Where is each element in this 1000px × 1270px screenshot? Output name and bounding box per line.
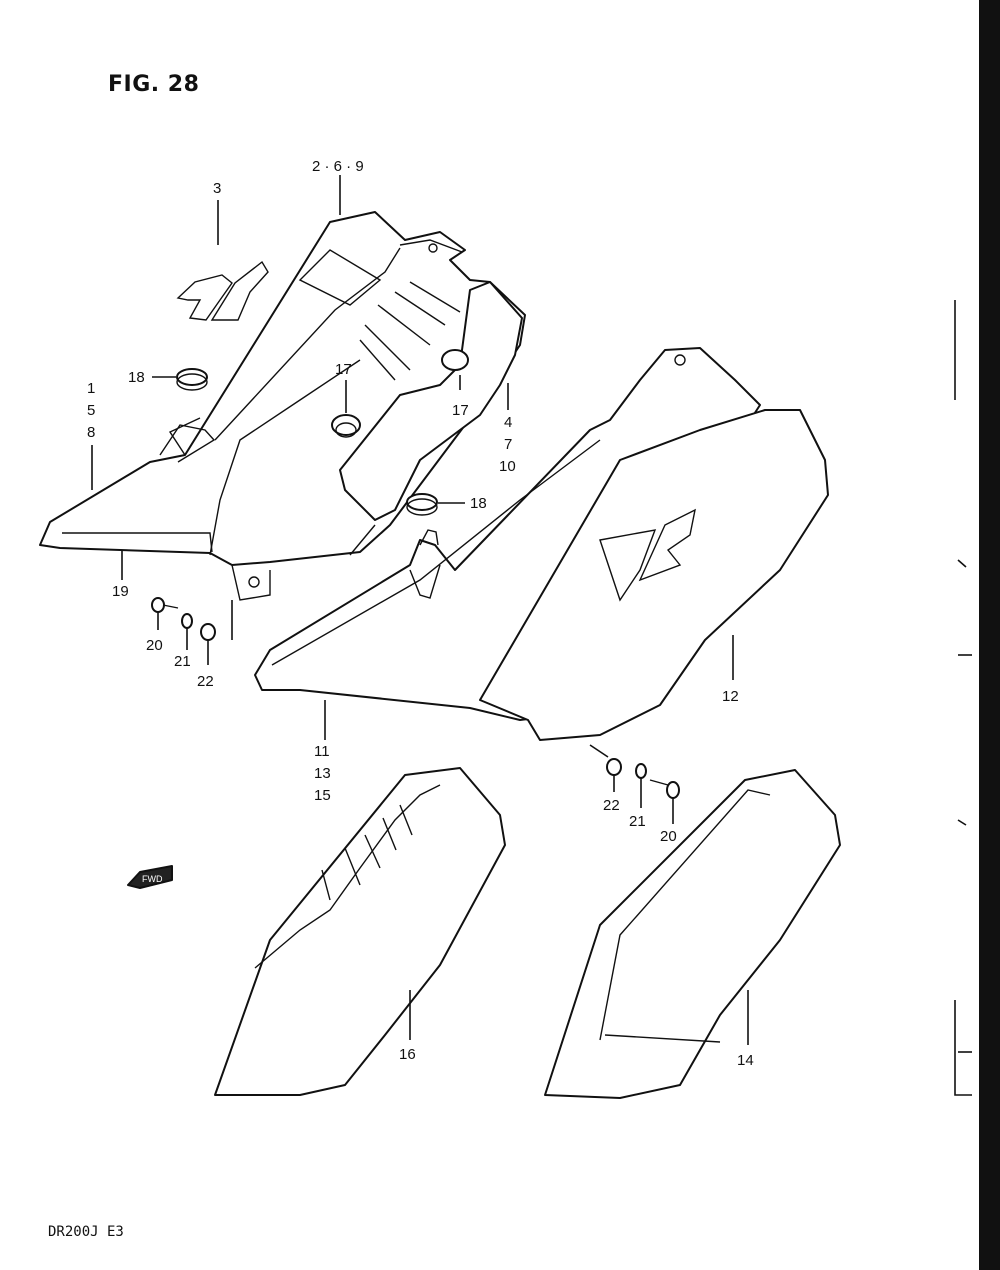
fwd-arrow-icon: FWD [127,865,173,889]
callout-1: 1 [87,380,95,397]
side-cover-16 [214,767,506,1096]
scan-edge-bar [979,0,1000,1270]
figure-title: FIG. 28 [108,72,200,97]
model-code-footer: DR200J E3 [48,1224,124,1240]
callout-15: 15 [314,787,331,804]
screw-set-left [151,597,216,641]
right-frame-cover [254,347,761,721]
callout-10: 10 [499,458,516,475]
callout-21b: 21 [629,813,646,830]
callout-11: 11 [314,743,330,760]
center-side-panel [339,281,523,521]
side-cover-12 [479,409,829,741]
callout-16: 16 [399,1046,416,1063]
callout-19: 19 [112,583,129,600]
scan-artifacts [954,300,972,1096]
callout-22b: 22 [603,797,620,814]
grommet-18a [176,368,208,391]
callout-21a: 21 [174,653,191,670]
callout-2-6-9: 2 · 6 · 9 [312,158,364,175]
leader-lines [91,175,749,1045]
callout-7: 7 [504,436,512,453]
callout-13: 13 [314,765,331,782]
callout-14: 14 [737,1052,754,1069]
grommet-17b [441,349,469,371]
callout-20b: 20 [660,828,677,845]
side-cover-14 [544,769,841,1099]
grommet-17a [331,414,361,438]
callout-18b: 18 [470,495,487,512]
screw-set-right [606,758,680,799]
callout-17a: 17 [335,361,352,378]
callout-3: 3 [213,180,221,197]
callout-12: 12 [722,688,739,705]
callout-8: 8 [87,424,95,441]
grommet-18b [406,493,438,516]
decal-3 [176,249,382,321]
fwd-label: FWD [142,874,163,884]
callout-labels: 2 · 6 · 9 3 1 5 8 18 17 17 4 7 10 18 19 … [87,158,754,1069]
callout-22a: 22 [197,673,214,690]
callout-20a: 20 [146,637,163,654]
callout-4: 4 [504,414,512,431]
callout-17b: 17 [452,402,469,419]
callout-5: 5 [87,402,95,419]
callout-18a: 18 [128,369,145,386]
